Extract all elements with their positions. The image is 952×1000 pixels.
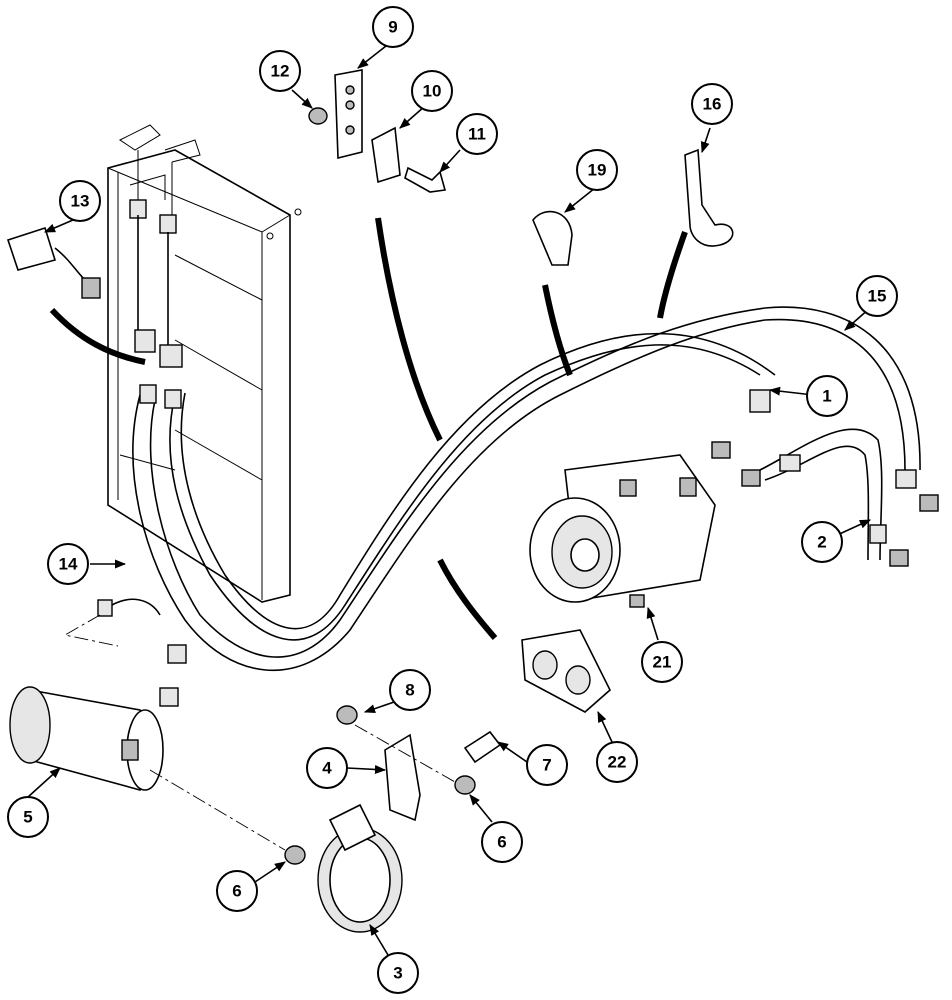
callout-6-left: 6	[216, 870, 258, 912]
group-arcs	[49, 217, 688, 640]
svg-text:2: 2	[817, 533, 826, 552]
callout-22: 22	[596, 741, 638, 783]
callout-21: 21	[641, 641, 683, 683]
svg-text:15: 15	[868, 287, 887, 306]
callout-19: 19	[576, 149, 618, 191]
callout-10: 10	[411, 70, 453, 112]
callout-11: 11	[456, 113, 498, 155]
callout-6-right: 6	[481, 821, 523, 863]
svg-text:3: 3	[393, 964, 402, 983]
svg-text:7: 7	[542, 756, 551, 775]
svg-text:16: 16	[703, 95, 722, 114]
callout-2: 2	[801, 521, 843, 563]
callout-1: 1	[806, 375, 848, 417]
svg-text:6: 6	[497, 833, 506, 852]
callout-7: 7	[526, 744, 568, 786]
callout-3: 3	[377, 952, 419, 994]
receiver-drier	[9, 686, 164, 791]
centerlines	[63, 614, 456, 851]
condenser	[107, 124, 302, 603]
gasket	[521, 629, 611, 713]
compressor	[529, 454, 716, 608]
callout-5: 5	[7, 796, 49, 838]
svg-text:11: 11	[468, 125, 486, 144]
svg-text:12: 12	[271, 62, 290, 81]
callout-14: 14	[47, 543, 89, 585]
svg-text:8: 8	[405, 681, 414, 700]
callout-15: 15	[856, 275, 898, 317]
svg-text:10: 10	[423, 82, 442, 101]
svg-text:14: 14	[59, 555, 78, 574]
callout-8: 8	[389, 669, 431, 711]
hoses	[97, 199, 939, 707]
svg-text:6: 6	[232, 882, 241, 901]
callout-9: 9	[372, 6, 414, 48]
svg-text:5: 5	[23, 808, 32, 827]
svg-text:19: 19	[588, 161, 607, 180]
callout-13: 13	[59, 180, 101, 222]
callout-4: 4	[306, 747, 348, 789]
svg-text:21: 21	[653, 653, 672, 672]
svg-text:13: 13	[71, 192, 90, 211]
small-parts	[6, 69, 734, 933]
svg-text:9: 9	[388, 18, 397, 37]
callout-16: 16	[691, 83, 733, 125]
svg-text:22: 22	[608, 753, 627, 772]
callout-12: 12	[259, 50, 301, 92]
svg-text:4: 4	[322, 759, 332, 778]
svg-text:1: 1	[822, 387, 831, 406]
